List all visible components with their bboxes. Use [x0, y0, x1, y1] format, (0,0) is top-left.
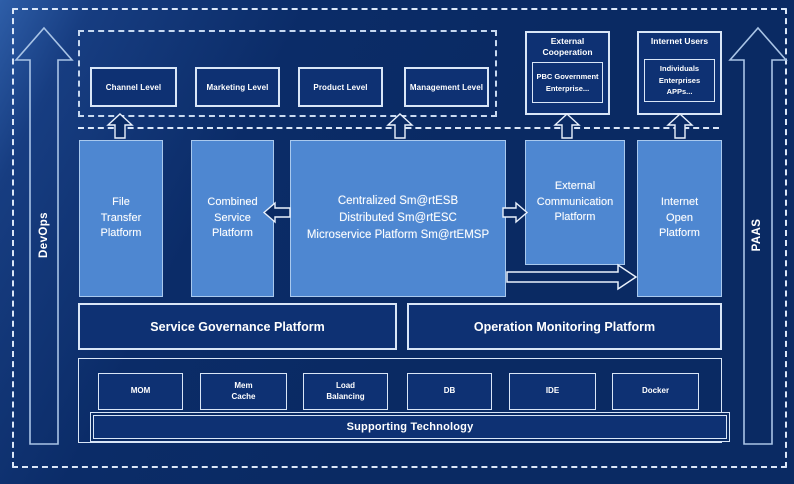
service-governance-platform-box: Service Governance Platform	[78, 303, 397, 350]
supporting-technology-container	[78, 358, 722, 443]
product-level-box: Product Level	[298, 67, 383, 107]
file-transfer-platform-box: File Transfer Platform	[79, 140, 163, 297]
combined-service-platform-box: Combined Service Platform	[191, 140, 274, 297]
marketing-level-box: Marketing Level	[195, 67, 280, 107]
levels-dashed-container	[78, 30, 497, 117]
internet-users-title: Internet Users	[650, 36, 709, 46]
channel-level-box: Channel Level	[90, 67, 177, 107]
supporting-technology-label: Supporting Technology	[93, 415, 727, 439]
right-arrow-esb-to-internet-open	[506, 263, 638, 291]
docker-box: Docker	[612, 373, 699, 410]
up-arrow-esb	[386, 113, 414, 139]
paas-label: PAAS	[751, 218, 763, 252]
outer-dashed-frame	[12, 8, 787, 468]
operation-monitoring-platform-box: Operation Monitoring Platform	[407, 303, 722, 350]
ide-box: IDE	[509, 373, 596, 410]
esb-core-platform-box: Centralized Sm@rtESB Distributed Sm@rtES…	[290, 140, 506, 297]
individuals-enterprises-apps-box: Individuals Enterprises APPs...	[644, 59, 715, 102]
up-arrow-internet-users	[666, 113, 694, 139]
mom-box: MOM	[98, 373, 183, 410]
external-cooperation-title: External Cooperation	[542, 36, 593, 58]
pbc-government-enterprise-box: PBC Government Enterprise...	[532, 62, 603, 103]
up-arrow-external-cooperation	[553, 113, 581, 139]
devops-label: DevOps	[38, 212, 50, 258]
load-balancing-box: Load Balancing	[303, 373, 388, 410]
internet-users-box: Internet Users Individuals Enterprises A…	[637, 31, 722, 115]
left-arrow-esb-to-combined	[262, 201, 291, 224]
internet-open-platform-box: Internet Open Platform	[637, 140, 722, 297]
devops-up-arrow	[14, 26, 74, 445]
external-communication-platform-box: External Communication Platform	[525, 140, 625, 265]
up-arrow-file-transfer	[106, 113, 134, 139]
right-arrow-esb-to-external-communication	[502, 201, 529, 224]
db-box: DB	[407, 373, 492, 410]
supporting-technology-bar: Supporting Technology	[90, 412, 730, 442]
external-cooperation-box: External Cooperation PBC Government Ente…	[525, 31, 610, 115]
paas-up-arrow	[728, 26, 788, 445]
management-level-box: Management Level	[404, 67, 489, 107]
mem-cache-box: Mem Cache	[200, 373, 287, 410]
